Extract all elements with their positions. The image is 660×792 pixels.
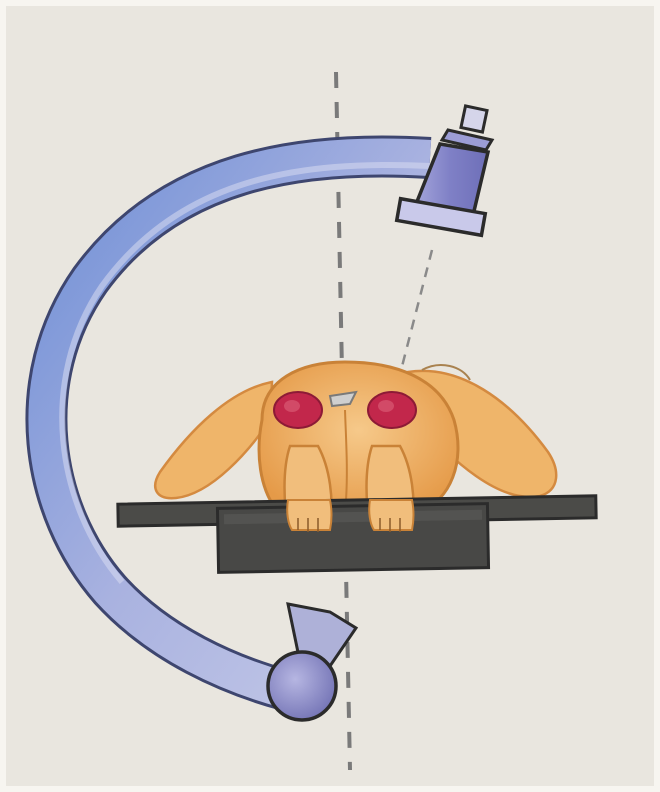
c-arm-rabbit-drawing — [0, 0, 660, 792]
illustration-canvas — [0, 0, 660, 792]
